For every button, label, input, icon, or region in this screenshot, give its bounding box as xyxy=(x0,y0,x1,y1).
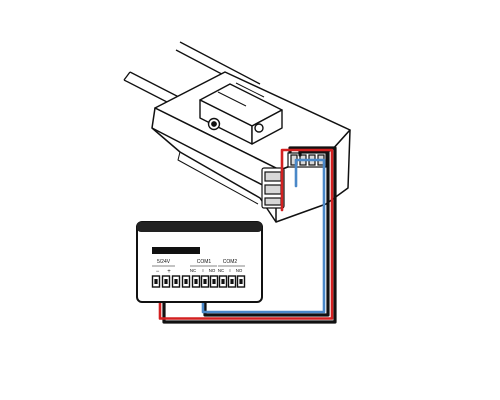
minus-symbol: − xyxy=(156,269,160,275)
red-wire xyxy=(158,148,334,320)
terminal-screw xyxy=(184,279,188,284)
plus-symbol: + xyxy=(167,269,171,275)
terminal-screw xyxy=(194,279,198,284)
com2-label: COM2 xyxy=(223,259,238,265)
spec-label-box xyxy=(152,247,200,254)
terminal-screw xyxy=(239,279,243,284)
blue-wire xyxy=(201,158,326,314)
com1-terminal-nc: NC xyxy=(190,268,196,273)
terminal-screw xyxy=(174,279,178,284)
black-wire-inner xyxy=(203,149,330,317)
black-wire-outer xyxy=(162,146,337,324)
com1-terminal-i: I xyxy=(202,268,203,273)
terminal-screw xyxy=(230,279,234,284)
com2-terminal-nc: NC xyxy=(218,268,224,273)
terminal-screw xyxy=(203,279,207,284)
controller-module: DC 5V-24V Max 1W 5/24V − + COM1 NC I NO … xyxy=(136,221,263,303)
terminal-screw xyxy=(164,279,168,284)
controller-top-band xyxy=(137,222,262,232)
rail-carriage xyxy=(199,82,283,145)
com2-terminal-no: NO xyxy=(236,268,243,273)
com1-label: COM1 xyxy=(197,259,212,265)
terminal-screw xyxy=(154,279,158,284)
com2-terminal-i: I xyxy=(229,268,230,273)
com1-terminal-no: NO xyxy=(209,268,216,273)
power-label: 5/24V xyxy=(157,259,171,265)
terminal-screw xyxy=(221,279,225,284)
spec-label: DC 5V-24V Max 1W xyxy=(155,249,197,254)
terminal-strip xyxy=(151,275,246,288)
terminal-screw xyxy=(212,279,216,284)
wire-group xyxy=(158,146,337,324)
